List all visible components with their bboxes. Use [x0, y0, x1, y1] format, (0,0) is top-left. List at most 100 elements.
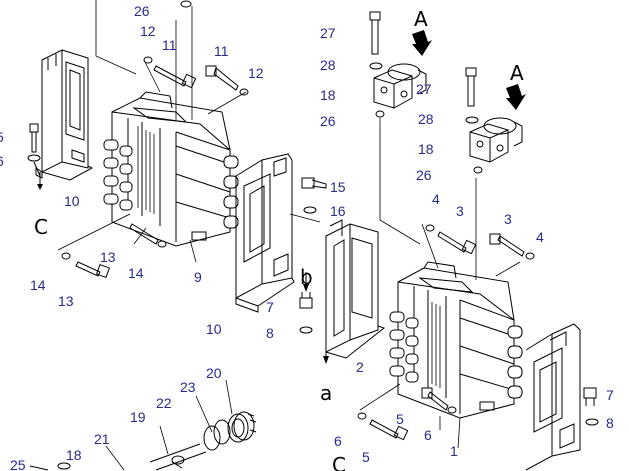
callout-9: 9	[194, 269, 202, 285]
callout-5-b: 5	[396, 411, 404, 427]
bracket-center	[323, 219, 386, 364]
callout-4-b: 4	[536, 229, 544, 245]
spool-caps-left	[103, 139, 133, 211]
bolt-3-a	[437, 231, 477, 255]
control-valve-left	[103, 91, 239, 247]
side-caps-left	[223, 155, 239, 229]
callout-7-a: 7	[266, 299, 274, 315]
callout-25: 25	[10, 457, 26, 471]
oring-26-b	[375, 110, 385, 118]
washer-14-a	[61, 252, 71, 260]
bolt-3-b	[489, 233, 525, 257]
callout-5-a: 5	[0, 129, 4, 145]
bolt-27-a	[369, 11, 381, 55]
callout-23: 23	[180, 379, 196, 395]
spool-caps-right	[389, 311, 419, 383]
callout-4-a: 4	[432, 191, 440, 207]
view-arrow-a1	[412, 30, 432, 56]
callout-6-c: 6	[424, 427, 432, 443]
callout-10-a: 10	[64, 193, 80, 209]
ring-22	[203, 425, 221, 451]
view-label-b: b	[300, 265, 313, 289]
bolt-11-a	[153, 65, 197, 89]
side-caps-right	[507, 325, 523, 399]
callout-11-b: 11	[214, 43, 229, 59]
callout-3-b: 3	[504, 211, 512, 227]
view-label-a-lower: a	[320, 381, 332, 405]
callout-7-b: 7	[606, 387, 614, 403]
bolt-7-right	[583, 387, 597, 406]
bracket-middle	[235, 153, 295, 313]
bracket-right-lower	[525, 323, 581, 471]
bolt-5-c	[369, 419, 409, 441]
callout-5-c: 5	[362, 449, 370, 465]
washer-8-right	[585, 418, 599, 426]
callout-26-a: 26	[134, 3, 150, 19]
washer-6-b	[357, 412, 367, 420]
washer-8-middle	[299, 326, 313, 334]
callout-8-a: 8	[266, 325, 274, 341]
washer-12-a	[143, 56, 153, 64]
callout-28-b: 28	[418, 111, 434, 127]
washer-16	[303, 206, 317, 214]
callout-13-b: 13	[58, 293, 74, 309]
view-arrow-a2	[506, 84, 526, 110]
callout-28-a: 28	[320, 57, 336, 73]
callout-12-a: 12	[140, 23, 156, 39]
callout-8-b: 8	[606, 415, 614, 431]
oring-26-c	[473, 166, 483, 174]
view-label-c1: C	[34, 215, 48, 239]
view-label-a1: A	[414, 7, 428, 31]
callout-18-b: 18	[418, 141, 434, 157]
bolt-11-b	[205, 65, 249, 96]
washer-6-c	[447, 406, 457, 414]
callout-26-b: 26	[320, 113, 336, 129]
callout-18-c: 18	[66, 447, 82, 463]
control-valve-right	[389, 261, 523, 419]
washer-18-c	[57, 462, 71, 470]
callout-14-a: 14	[128, 265, 144, 281]
oring-23	[213, 419, 231, 445]
callout-12-b: 12	[248, 65, 264, 81]
callout-6-a: 6	[0, 153, 4, 169]
block-18-b	[469, 117, 523, 163]
callout-20: 20	[206, 365, 222, 381]
callout-22: 22	[156, 395, 172, 411]
washer-28-a	[369, 62, 383, 70]
callout-18-a: 18	[320, 87, 336, 103]
hose-fitting-20	[227, 411, 257, 443]
callout-11-a: 11	[162, 37, 177, 53]
callout-27-b: 27	[416, 81, 432, 97]
callout-27-a: 27	[320, 25, 336, 41]
washer-26-a	[180, 0, 192, 8]
tube-19	[149, 443, 207, 471]
callout-26-c: 26	[416, 167, 432, 183]
bolt-13-a	[129, 223, 167, 248]
callout-1: 1	[450, 443, 458, 459]
callout-3-a: 3	[456, 203, 464, 219]
washer-28-b	[465, 116, 479, 124]
bolt-13-b	[75, 261, 111, 279]
bolt-27-b	[465, 67, 477, 107]
bracket-left-upper	[35, 49, 94, 181]
callout-19: 19	[130, 409, 146, 425]
callout-6-b: 6	[334, 433, 342, 449]
washer-4-a	[425, 224, 435, 232]
callout-21: 21	[94, 431, 110, 447]
callout-16: 16	[330, 203, 346, 219]
callout-15: 15	[330, 179, 346, 195]
view-label-c2: C	[332, 453, 346, 471]
washer-4-b	[525, 252, 535, 260]
callout-10-b: 10	[206, 321, 222, 337]
block-18-a	[373, 63, 427, 109]
callout-13-a: 13	[100, 249, 116, 265]
bolt-15	[301, 177, 327, 189]
view-label-a2: A	[510, 61, 524, 85]
bolt-5-b	[421, 387, 449, 411]
callout-2: 2	[356, 359, 364, 375]
bolt-5-left	[27, 123, 43, 190]
callout-14-b: 14	[30, 277, 46, 293]
